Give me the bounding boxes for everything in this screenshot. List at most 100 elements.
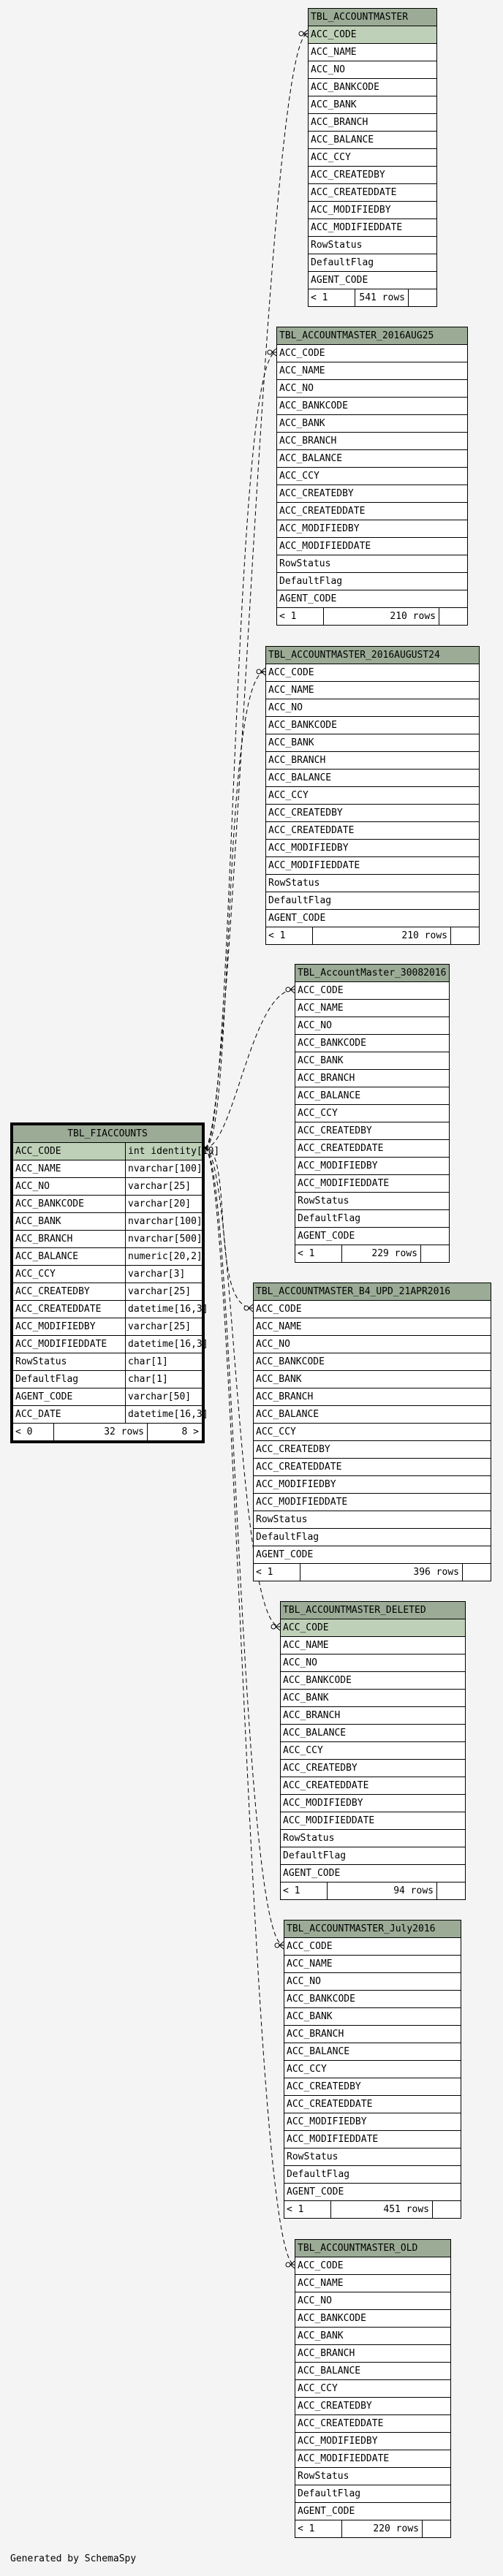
column-row-acc-modifiedby[interactable]: ACC_MODIFIEDBY	[254, 1476, 491, 1494]
column-row-acc-bank[interactable]: ACC_BANK	[295, 1052, 449, 1070]
column-row-acc-code[interactable]: ACC_CODE	[284, 1938, 461, 1956]
column-row-acc-modifieddate[interactable]: ACC_MODIFIEDDATE	[254, 1494, 491, 1511]
column-row-acc-bank[interactable]: ACC_BANK	[281, 1690, 465, 1707]
column-row-acc-bankcode[interactable]: ACC_BANKCODE	[281, 1672, 465, 1690]
column-row-acc-modifieddate[interactable]: ACC_MODIFIEDDATE	[295, 2450, 450, 2468]
column-row-defaultflag[interactable]: DefaultFlag	[281, 1847, 465, 1865]
column-row-agent-code[interactable]: AGENT_CODE	[295, 2503, 450, 2520]
column-row-acc-branch[interactable]: ACC_BRANCH	[266, 752, 479, 770]
column-row-acc-no[interactable]: ACC_NO	[295, 2292, 450, 2310]
column-row-acc-code[interactable]: ACC_CODE	[277, 345, 467, 362]
column-row-acc-ccy[interactable]: ACC_CCY	[295, 2380, 450, 2398]
column-row-acc-bankcode[interactable]: ACC_BANKCODE	[277, 398, 467, 415]
column-row-rowstatus[interactable]: RowStatus	[254, 1511, 491, 1529]
column-row-acc-branch[interactable]: ACC_BRANCH	[284, 2026, 461, 2043]
column-row-acc-modifiedby[interactable]: ACC_MODIFIEDBY	[295, 2433, 450, 2450]
column-row-acc-ccy[interactable]: ACC_CCY	[284, 2061, 461, 2078]
column-row-acc-createdby[interactable]: ACC_CREATEDBY	[309, 167, 436, 184]
column-row-defaultflag[interactable]: DefaultFlag	[295, 1210, 449, 1228]
column-row-acc-modifiedby[interactable]: ACC_MODIFIEDBY	[284, 2113, 461, 2131]
column-row-acc-no[interactable]: ACC_NO	[281, 1654, 465, 1672]
column-row-defaultflag[interactable]: DefaultFlag	[254, 1529, 491, 1546]
column-row-defaultflag[interactable]: DefaultFlag	[309, 254, 436, 272]
column-row-acc-balance[interactable]: ACC_BALANCE	[295, 2363, 450, 2380]
column-row-agent-code[interactable]: AGENT_CODE	[284, 2184, 461, 2201]
column-row-acc-bankcode[interactable]: ACC_BANKCODE	[284, 1991, 461, 2008]
column-row-acc-bank[interactable]: ACC_BANK	[266, 734, 479, 752]
column-row-rowstatus[interactable]: RowStatus	[281, 1830, 465, 1847]
column-row-acc-code[interactable]: ACC_CODE	[295, 982, 449, 1000]
column-row-acc-createddate[interactable]: ACC_CREATEDDATE	[309, 184, 436, 202]
column-row-agent-code[interactable]: AGENT_CODE	[277, 590, 467, 608]
column-row-acc-name[interactable]: ACC_NAME	[284, 1956, 461, 1973]
column-row-rowstatus[interactable]: RowStatus	[295, 1193, 449, 1210]
column-row-acc-bank[interactable]: ACC_BANK	[277, 415, 467, 433]
column-row-acc-bank[interactable]: ACC_BANK	[254, 1371, 491, 1388]
column-row-acc-modifieddate[interactable]: ACC_MODIFIEDDATE	[281, 1812, 465, 1830]
column-row-acc-modifiedby[interactable]: ACC_MODIFIEDBY	[277, 520, 467, 538]
column-row-acc-code[interactable]: ACC_CODE	[295, 2257, 450, 2275]
column-row-acc-modifieddate[interactable]: ACC_MODIFIEDDATE	[277, 538, 467, 555]
column-row-agent-code[interactable]: AGENT_CODE	[295, 1228, 449, 1245]
column-row-acc-balance[interactable]: ACC_BALANCE	[295, 1087, 449, 1105]
column-row-rowstatus[interactable]: RowStatus	[266, 875, 479, 892]
column-row-acc-no[interactable]: ACC_NO	[266, 699, 479, 717]
column-row-acc-code[interactable]: ACC_CODE	[266, 664, 479, 682]
column-row-acc-createddate[interactable]: ACC_CREATEDDATE	[295, 1140, 449, 1158]
column-row-acc-createddate[interactable]: ACC_CREATEDDATE	[295, 2415, 450, 2433]
column-row-defaultflag[interactable]: DefaultFlag	[266, 892, 479, 910]
column-row-acc-no[interactable]: ACC_NO	[309, 61, 436, 79]
column-row-acc-ccy[interactable]: ACC_CCY	[277, 468, 467, 485]
column-row-acc-modifiedby[interactable]: ACC_MODIFIEDBY	[281, 1795, 465, 1812]
column-row-acc-modifiedby[interactable]: ACC_MODIFIEDBY	[295, 1158, 449, 1175]
column-row-acc-createddate[interactable]: ACC_CREATEDDATE	[266, 822, 479, 840]
column-row-agent-code[interactable]: AGENT_CODE	[254, 1546, 491, 1564]
column-row-acc-code[interactable]: ACC_CODE	[281, 1619, 465, 1637]
column-row-acc-name[interactable]: ACC_NAME	[281, 1637, 465, 1654]
column-row-acc-bankcode[interactable]: ACC_BANKCODE	[295, 2310, 450, 2328]
column-row-agent-code[interactable]: AGENT_CODE	[281, 1865, 465, 1882]
column-row-acc-name[interactable]: ACC_NAME	[277, 362, 467, 380]
column-row-agent-code[interactable]: AGENT_CODE	[309, 272, 436, 289]
column-row-acc-branch[interactable]: ACC_BRANCH	[277, 433, 467, 450]
column-row-acc-branch[interactable]: ACC_BRANCH	[309, 114, 436, 132]
column-row-acc-createdby[interactable]: ACC_CREATEDBY	[295, 1122, 449, 1140]
column-row-acc-modifieddate[interactable]: ACC_MODIFIEDDATE	[284, 2131, 461, 2148]
column-row-acc-branch[interactable]: ACC_BRANCH	[295, 2345, 450, 2363]
column-row-acc-createddate[interactable]: ACC_CREATEDDATE	[254, 1459, 491, 1476]
column-row-acc-no[interactable]: ACC_NO	[254, 1336, 491, 1353]
column-row-acc-createdby[interactable]: ACC_CREATEDBY	[284, 2078, 461, 2096]
column-row-acc-balance[interactable]: ACC_BALANCE	[254, 1406, 491, 1424]
column-row-acc-ccy[interactable]: ACC_CCY	[254, 1424, 491, 1441]
column-row-agent-code[interactable]: AGENT_CODE	[266, 910, 479, 927]
column-row-acc-bank[interactable]: ACC_BANK	[295, 2328, 450, 2345]
column-row-acc-branch[interactable]: ACC_BRANCH	[254, 1388, 491, 1406]
column-row-acc-name[interactable]: ACC_NAME	[254, 1318, 491, 1336]
column-row-acc-modifieddate[interactable]: ACC_MODIFIEDDATE	[295, 1175, 449, 1193]
column-row-acc-bankcode[interactable]: ACC_BANKCODE	[266, 717, 479, 734]
column-row-acc-bank[interactable]: ACC_BANK	[284, 2008, 461, 2026]
column-row-acc-createdby[interactable]: ACC_CREATEDBY	[295, 2398, 450, 2415]
column-row-acc-balance[interactable]: ACC_BALANCE	[309, 132, 436, 149]
column-row-defaultflag[interactable]: DefaultFlag	[277, 573, 467, 590]
column-row-acc-createddate[interactable]: ACC_CREATEDDATE	[281, 1777, 465, 1795]
column-row-acc-modifieddate[interactable]: ACC_MODIFIEDDATE	[309, 219, 436, 237]
column-row-acc-balance[interactable]: ACC_BALANCE	[277, 450, 467, 468]
column-row-acc-createdby[interactable]: ACC_CREATEDBY	[254, 1441, 491, 1459]
column-row-acc-createddate[interactable]: ACC_CREATEDDATE	[284, 2096, 461, 2113]
